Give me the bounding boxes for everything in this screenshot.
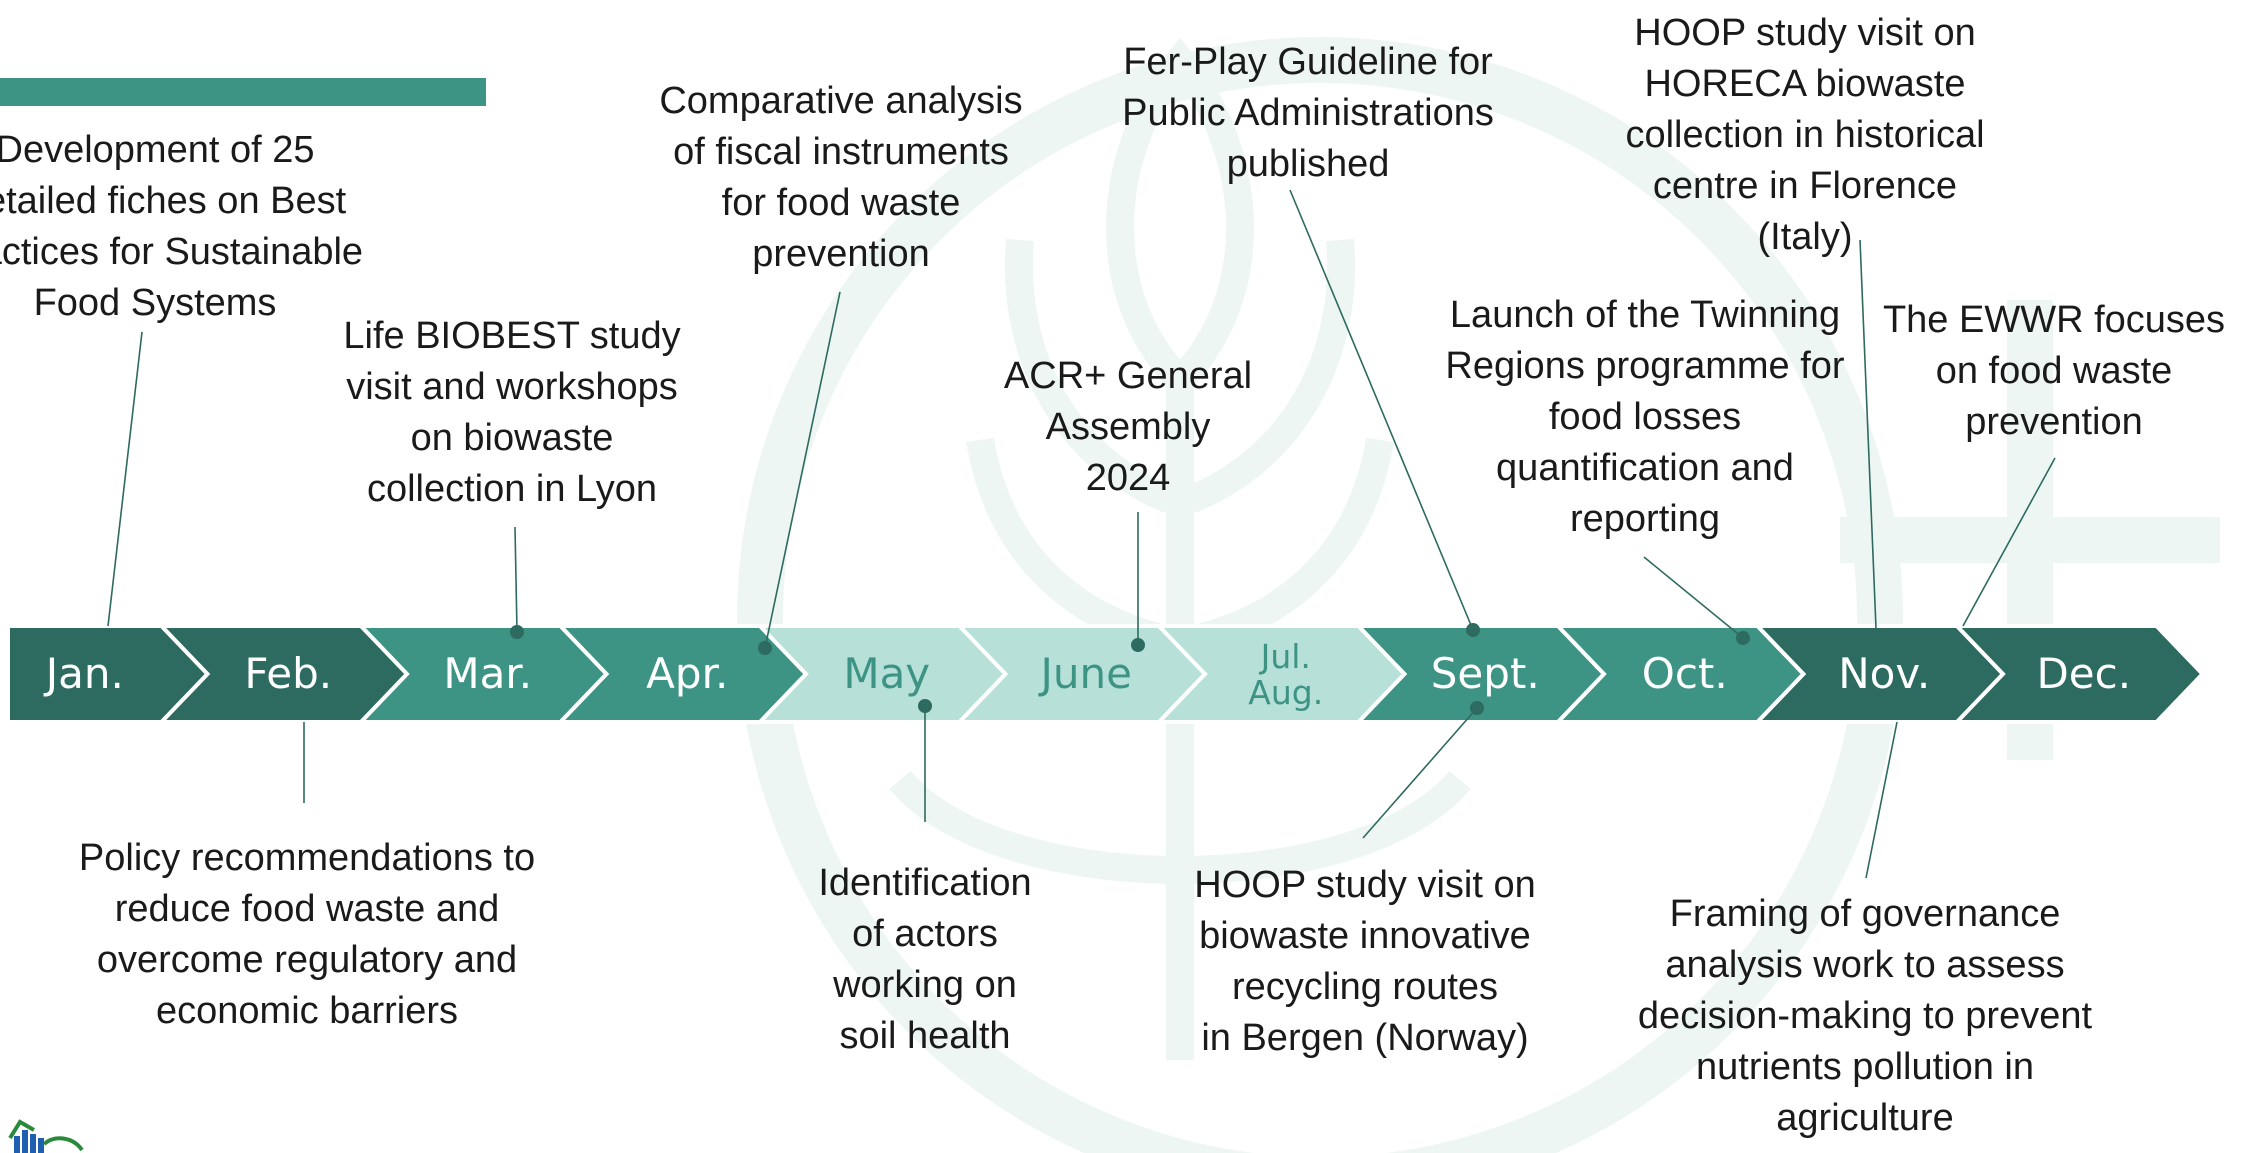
month-label: Dec. — [2036, 649, 2131, 698]
connector-mar — [514, 526, 518, 633]
event-june-general-assembly: ACR+ General Assembly 2024 — [1003, 355, 1253, 499]
dot-apr — [758, 641, 772, 655]
event-nov-hoop-florence: HOOP study visit on HORECA biowaste coll… — [1625, 12, 1985, 258]
event-oct-twinning-regions: Launch of the Twinning Regions programme… — [1445, 294, 1845, 540]
dot-june — [1131, 638, 1145, 652]
connector-nov-bottom — [1865, 721, 1898, 879]
event-jan-best-practices: Development of 25 detailed fiches on Bes… — [0, 129, 364, 324]
connector-lines — [107, 189, 2056, 879]
dot-may — [918, 699, 932, 713]
dot-sept-top — [1466, 623, 1480, 637]
header-accent-bar — [0, 78, 486, 106]
connector-jan — [107, 331, 143, 627]
dot-oct — [1736, 631, 1750, 645]
month-label: Apr. — [646, 649, 728, 698]
connector-sept-top — [1289, 189, 1474, 631]
month-label: Sept. — [1431, 649, 1540, 698]
event-nov-governance-analysis: Framing of governance analysis work to a… — [1637, 893, 2093, 1139]
month-chevrons: Jan. Feb. Mar. Apr. May June Jul.Aug. Sept. Oct.… — [6, 624, 2206, 724]
event-feb-policy-recommendations: Policy recommendations to reduce food wa… — [78, 837, 536, 1032]
connector-dec — [1962, 457, 2056, 627]
event-mar-biobest-visit: Life BIOBEST study visit and workshops o… — [343, 315, 681, 510]
month-label: Feb. — [244, 649, 332, 698]
event-sept-ferplay-guideline: Fer-Play Guideline for Public Administra… — [1122, 41, 1494, 185]
organization-logo-icon — [8, 1119, 84, 1153]
event-may-soil-health: Identification of actors working on soil… — [818, 862, 1032, 1057]
connector-sept-bottom — [1362, 707, 1478, 839]
event-sept-hoop-bergen: HOOP study visit on biowaste innovative … — [1194, 864, 1536, 1059]
month-label: Jul.Aug. — [1248, 637, 1323, 712]
event-apr-fiscal-analysis: Comparative analysis of fiscal instrumen… — [659, 80, 1023, 275]
connector-nov-top — [1859, 239, 1877, 629]
connector-dots — [510, 623, 1750, 715]
event-dec-ewwr: The EWWR focuses on food waste preventio… — [1882, 299, 2226, 443]
connector-oct — [1643, 556, 1744, 639]
month-label: Oct. — [1642, 649, 1728, 698]
month-label: Jan. — [43, 649, 124, 698]
dot-mar — [510, 625, 524, 639]
month-label: May — [843, 649, 930, 698]
month-label: Mar. — [443, 649, 532, 698]
dot-sept-bottom — [1470, 701, 1484, 715]
month-chevron — [1952, 624, 2206, 724]
month-label: June — [1038, 649, 1132, 698]
connector-apr — [764, 291, 841, 649]
month-label: Nov. — [1838, 649, 1930, 698]
